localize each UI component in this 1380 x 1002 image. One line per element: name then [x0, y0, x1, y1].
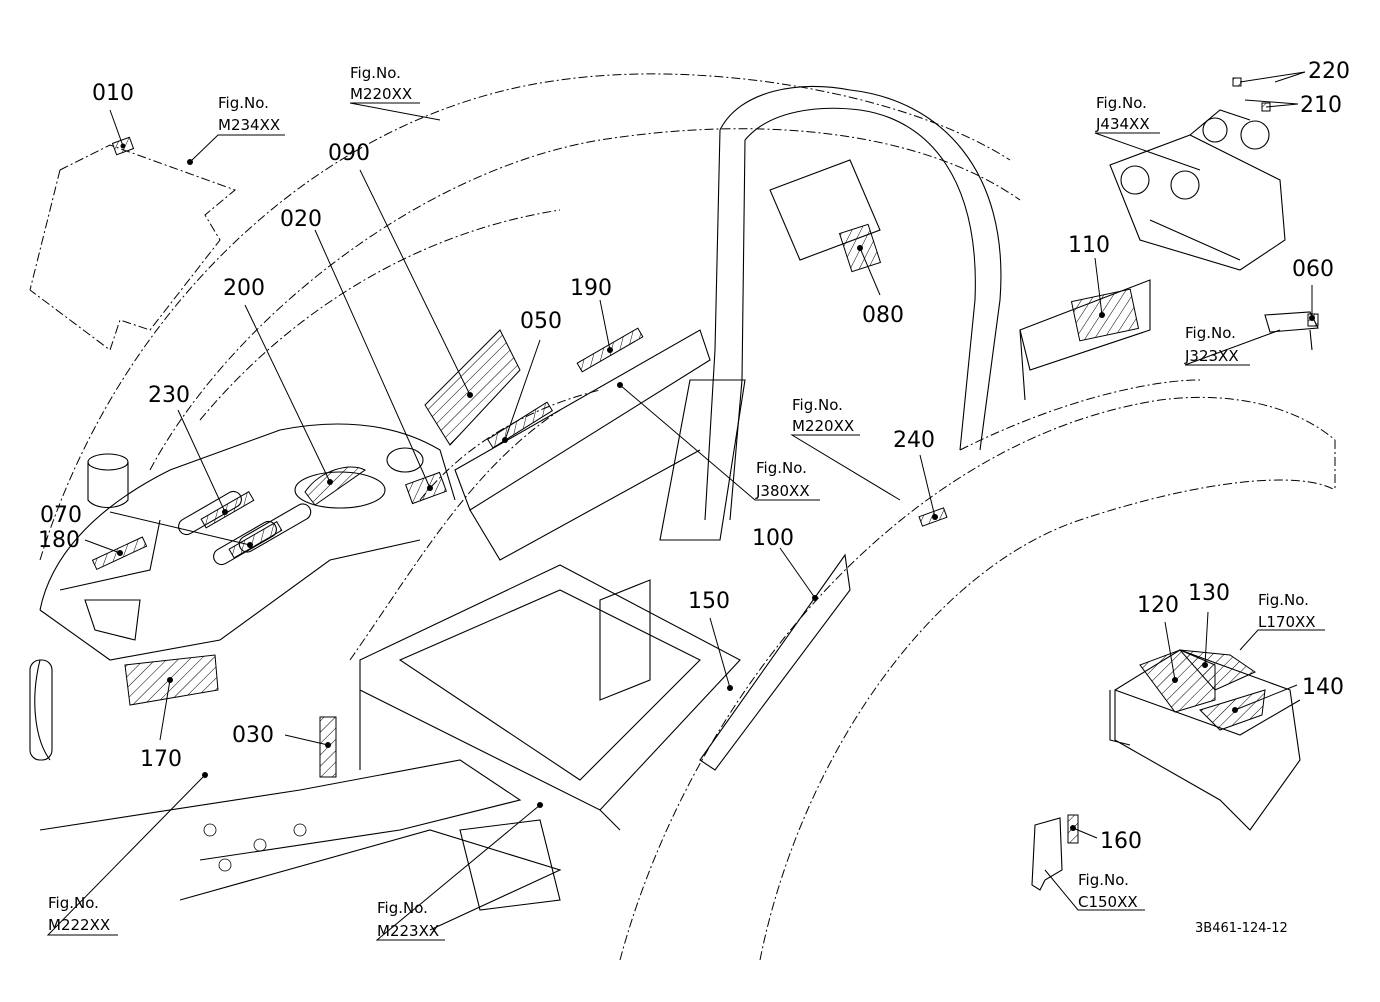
callout-170: 170 — [140, 747, 182, 772]
figref-m220b-label: Fig.No. — [792, 396, 843, 414]
figure-references: Fig.No. M234XX Fig.No. M220XX Fig.No. J4… — [48, 64, 1316, 940]
callout-010: 010 — [92, 81, 134, 106]
figref-j434-code: J434XX — [1095, 115, 1150, 133]
diagram-id: 3B461-124-12 — [1195, 921, 1288, 936]
callout-030: 030 — [232, 723, 274, 748]
callout-060: 060 — [1292, 257, 1334, 282]
figref-j323-code: J323XX — [1184, 347, 1239, 365]
callout-110: 110 — [1068, 233, 1110, 258]
figref-j380-code: J380XX — [755, 482, 810, 500]
figref-m234-code: M234XX — [218, 116, 280, 134]
decal-220 — [1232, 77, 1242, 87]
callout-090: 090 — [328, 141, 370, 166]
callout-230: 230 — [148, 383, 190, 408]
figref-m222-label: Fig.No. — [48, 894, 99, 912]
callout-labels: 010 220 210 090 020 200 190 050 080 110 … — [38, 59, 1350, 854]
figref-c150-label: Fig.No. — [1078, 871, 1129, 889]
callout-220: 220 — [1308, 59, 1350, 84]
callout-150: 150 — [688, 589, 730, 614]
decal-200 — [304, 466, 366, 506]
figref-m223-label: Fig.No. — [377, 899, 428, 917]
figref-m220a-label: Fig.No. — [350, 64, 401, 82]
label-decals — [91, 77, 1319, 844]
callout-130: 130 — [1188, 581, 1230, 606]
figref-m234-label: Fig.No. — [218, 94, 269, 112]
callout-100: 100 — [752, 526, 794, 551]
callout-080: 080 — [862, 303, 904, 328]
callout-050: 050 — [520, 309, 562, 334]
figref-j380-label: Fig.No. — [756, 459, 807, 477]
anchor-dots — [117, 143, 1315, 831]
leader-lines — [46, 71, 1325, 941]
callout-180: 180 — [38, 528, 80, 553]
figref-m220a-code: M220XX — [350, 85, 412, 103]
figref-m223-code: M223XX — [377, 922, 439, 940]
figref-j434-label: Fig.No. — [1096, 94, 1147, 112]
figref-j323-label: Fig.No. — [1185, 324, 1236, 342]
decal-090 — [424, 329, 521, 446]
callout-070: 070 — [40, 503, 82, 528]
decal-130 — [1178, 649, 1257, 691]
callout-200: 200 — [223, 276, 265, 301]
figref-l170-label: Fig.No. — [1258, 591, 1309, 609]
callout-240: 240 — [893, 428, 935, 453]
figref-l170-code: L170XX — [1258, 613, 1316, 631]
callout-210: 210 — [1300, 93, 1342, 118]
fender-drawing — [29, 73, 1336, 961]
figref-m220b-code: M220XX — [792, 417, 854, 435]
callout-020: 020 — [280, 207, 322, 232]
callout-140: 140 — [1302, 675, 1344, 700]
callout-160: 160 — [1100, 829, 1142, 854]
decal-050 — [486, 401, 554, 449]
decal-020 — [405, 471, 447, 505]
callout-120: 120 — [1137, 593, 1179, 618]
decal-070 — [228, 520, 283, 559]
callout-190: 190 — [570, 276, 612, 301]
figref-m222-code: M222XX — [48, 916, 110, 934]
figref-c150-code: C150XX — [1078, 893, 1138, 911]
decal-230 — [200, 490, 255, 529]
